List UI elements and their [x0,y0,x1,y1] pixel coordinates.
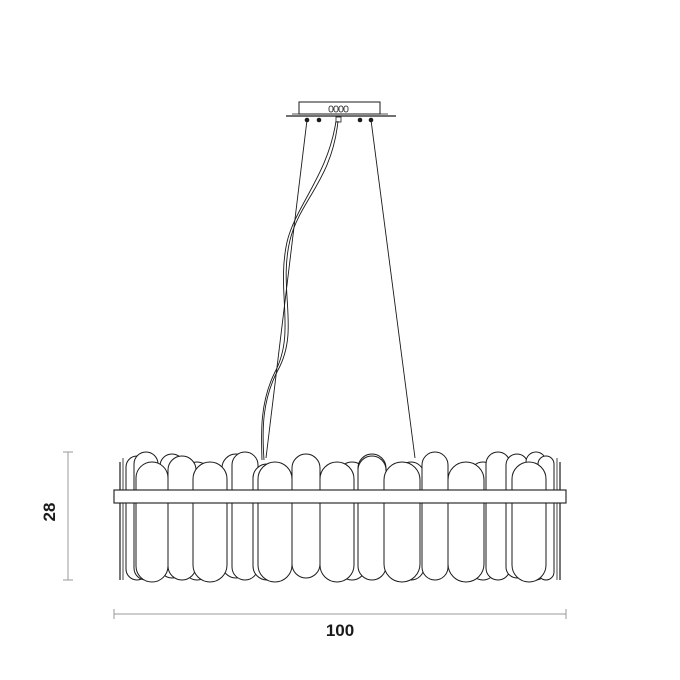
cable-anchor-center [316,117,322,123]
ceiling-canopy [286,101,396,123]
power-cable-gland [335,116,342,123]
width-dimension-line [113,609,567,619]
cable-anchor-right-a [357,117,363,123]
canopy-vent-slots [328,105,349,113]
suspension-wires [261,119,416,461]
height-dimension-line [63,451,73,581]
width-dimension-label: 100 [325,621,355,640]
glass-panels [119,451,561,583]
height-dimension-label: 28 [40,502,59,522]
metal-ring [113,489,567,504]
